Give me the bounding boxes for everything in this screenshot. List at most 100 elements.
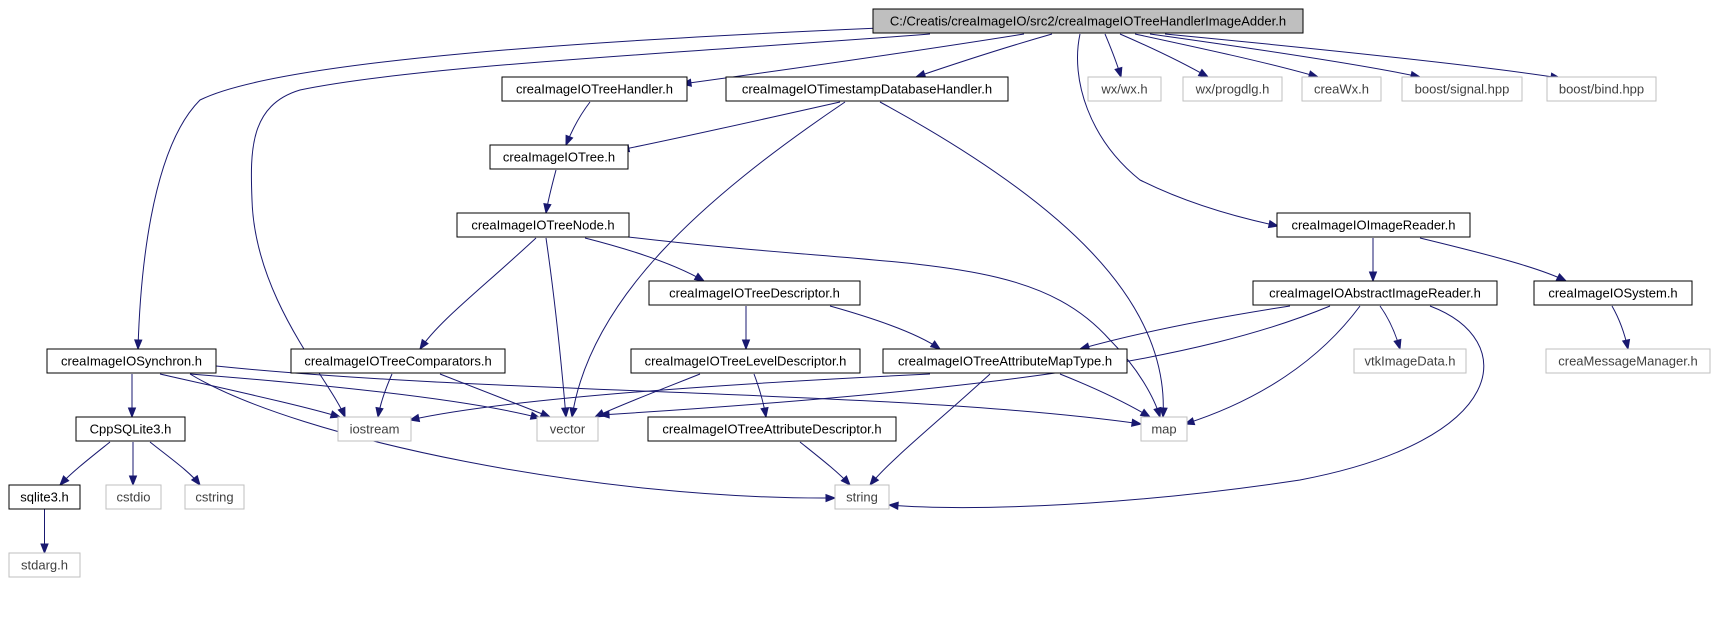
node-label-timestamp: creaImageIOTimestampDatabaseHandler.h xyxy=(742,82,992,97)
edge-treedesc-to-attrmap xyxy=(829,305,941,350)
node-synchron[interactable]: creaImageIOSynchron.h xyxy=(46,348,217,374)
node-label-map: map xyxy=(1151,422,1176,437)
node-label-msgmgr: creaMessageManager.h xyxy=(1558,354,1697,369)
edge-imagereader-to-system xyxy=(1419,237,1567,282)
node-cppsqlite[interactable]: CppSQLite3.h xyxy=(75,416,186,442)
edge-attrdesc-to-string xyxy=(799,441,851,486)
node-box-treehandler xyxy=(501,76,688,102)
node-timestamp[interactable]: creaImageIOTimestampDatabaseHandler.h xyxy=(725,76,1009,102)
node-iostream: iostream xyxy=(337,416,412,442)
node-tree[interactable]: creaImageIOTree.h xyxy=(489,144,629,170)
node-label-leveldesc: creaImageIOTreeLevelDescriptor.h xyxy=(645,354,847,369)
node-box-attrdesc xyxy=(647,416,897,442)
edge-root-to-iostream xyxy=(250,33,931,418)
node-cstdio: cstdio xyxy=(105,484,162,510)
node-label-synchron: creaImageIOSynchron.h xyxy=(61,354,202,369)
node-box-creawx xyxy=(1301,76,1382,102)
node-bind: boost/bind.hpp xyxy=(1546,76,1657,102)
node-sqlite3[interactable]: sqlite3.h xyxy=(8,484,81,510)
arrowhead-absreader-to-vtkimage xyxy=(1393,338,1402,351)
edge-root-to-bind xyxy=(1164,33,1561,79)
node-comparators[interactable]: creaImageIOTreeComparators.h xyxy=(290,348,506,374)
node-leveldesc[interactable]: creaImageIOTreeLevelDescriptor.h xyxy=(630,348,861,374)
edge-root-to-signal xyxy=(1149,33,1421,78)
node-label-vector: vector xyxy=(550,422,586,437)
arrowhead-imagereader-to-system xyxy=(1555,272,1568,282)
node-label-bind: boost/bind.hpp xyxy=(1559,82,1644,97)
node-progdlg: wx/progdlg.h xyxy=(1182,76,1283,102)
node-creawx: creaWx.h xyxy=(1301,76,1382,102)
node-label-system: creaImageIOSystem.h xyxy=(1548,286,1677,301)
arrowhead-treenode-to-vector xyxy=(560,407,570,419)
node-box-timestamp xyxy=(725,76,1009,102)
node-label-attrmap: creaImageIOTreeAttributeMapType.h xyxy=(898,354,1112,369)
node-box-signal xyxy=(1401,76,1523,102)
node-treehandler[interactable]: creaImageIOTreeHandler.h xyxy=(501,76,688,102)
node-label-iostream: iostream xyxy=(350,422,400,437)
arrowhead-synchron-to-cppsqlite xyxy=(127,407,137,419)
arrowhead-root-to-timestamp xyxy=(914,69,927,78)
node-label-tree: creaImageIOTree.h xyxy=(503,150,615,165)
arrowhead-treedesc-to-attrmap xyxy=(929,340,942,350)
arrowhead-attrdesc-to-string xyxy=(840,475,851,487)
node-label-cstring: cstring xyxy=(195,490,233,505)
node-attrmap[interactable]: creaImageIOTreeAttributeMapType.h xyxy=(882,348,1128,374)
node-label-progdlg: wx/progdlg.h xyxy=(1195,82,1270,97)
node-attrdesc[interactable]: creaImageIOTreeAttributeDescriptor.h xyxy=(647,416,897,442)
edge-root-to-synchron xyxy=(137,27,881,350)
arrowhead-imagereader-to-absreader xyxy=(1368,271,1378,283)
node-box-iostream xyxy=(337,416,412,442)
edge-cppsqlite-to-cstring xyxy=(149,441,201,486)
node-imagereader[interactable]: creaImageIOImageReader.h xyxy=(1276,212,1471,238)
edge-treenode-to-treedesc xyxy=(584,237,705,282)
node-cstring: cstring xyxy=(184,484,245,510)
arrowhead-synchron-to-iostream xyxy=(329,410,342,419)
node-absreader[interactable]: creaImageIOAbstractImageReader.h xyxy=(1252,280,1498,306)
node-treenode[interactable]: creaImageIOTreeNode.h xyxy=(456,212,630,238)
edge-absreader-to-string xyxy=(888,305,1485,508)
arrowhead-treehandler-to-tree xyxy=(565,134,574,147)
node-root[interactable]: C:/Creatis/creaImageIO/src2/creaImageIOT… xyxy=(872,8,1304,34)
edge-layer xyxy=(40,27,1631,555)
node-box-vector xyxy=(536,416,599,442)
arrowhead-root-to-wxwx xyxy=(1114,66,1123,79)
arrowhead-treenode-to-map xyxy=(1153,406,1162,419)
node-box-vtkimage xyxy=(1353,348,1467,374)
edge-synchron-to-vector xyxy=(189,373,541,419)
edge-timestamp-to-tree xyxy=(619,101,841,151)
node-box-comparators xyxy=(290,348,506,374)
arrowhead-root-to-iostream xyxy=(337,406,346,419)
arrowhead-leveldesc-to-vector xyxy=(593,409,606,418)
node-box-attrmap xyxy=(882,348,1128,374)
arrowhead-root-to-synchron xyxy=(134,339,143,351)
edge-timestamp-to-vector xyxy=(571,101,846,418)
edge-cppsqlite-to-sqlite3 xyxy=(59,441,111,486)
arrowhead-synchron-to-map xyxy=(1131,418,1143,427)
node-label-root: C:/Creatis/creaImageIO/src2/creaImageIOT… xyxy=(890,14,1286,29)
arrowhead-comparators-to-iostream xyxy=(375,406,384,419)
node-label-sqlite3: sqlite3.h xyxy=(20,490,68,505)
edge-root-to-creawx xyxy=(1134,33,1319,78)
edge-comparators-to-vector xyxy=(439,373,551,418)
node-label-vtkimage: vtkImageData.h xyxy=(1364,354,1455,369)
edge-absreader-to-map xyxy=(1184,305,1361,425)
node-treedesc[interactable]: creaImageIOTreeDescriptor.h xyxy=(648,280,861,306)
node-label-attrdesc: creaImageIOTreeAttributeDescriptor.h xyxy=(662,422,881,437)
node-wxwx: wx/wx.h xyxy=(1087,76,1162,102)
arrowhead-synchron-to-string xyxy=(825,493,837,503)
arrowhead-attrmap-to-string xyxy=(869,474,880,487)
node-msgmgr: creaMessageManager.h xyxy=(1545,348,1711,374)
edge-root-to-treehandler xyxy=(681,33,1025,85)
node-system[interactable]: creaImageIOSystem.h xyxy=(1533,280,1693,306)
arrowhead-tree-to-treenode xyxy=(543,202,552,215)
edge-absreader-to-attrmap xyxy=(1079,305,1291,350)
node-box-tree xyxy=(489,144,629,170)
node-label-treehandler: creaImageIOTreeHandler.h xyxy=(516,82,673,97)
arrowhead-timestamp-to-vector xyxy=(569,406,578,419)
arrowhead-comparators-to-vector xyxy=(539,409,552,418)
arrowhead-treenode-to-treedesc xyxy=(693,272,706,282)
edge-root-to-imagereader xyxy=(1077,33,1279,227)
node-box-bind xyxy=(1546,76,1657,102)
node-box-synchron xyxy=(46,348,217,374)
node-box-cstring xyxy=(184,484,245,510)
